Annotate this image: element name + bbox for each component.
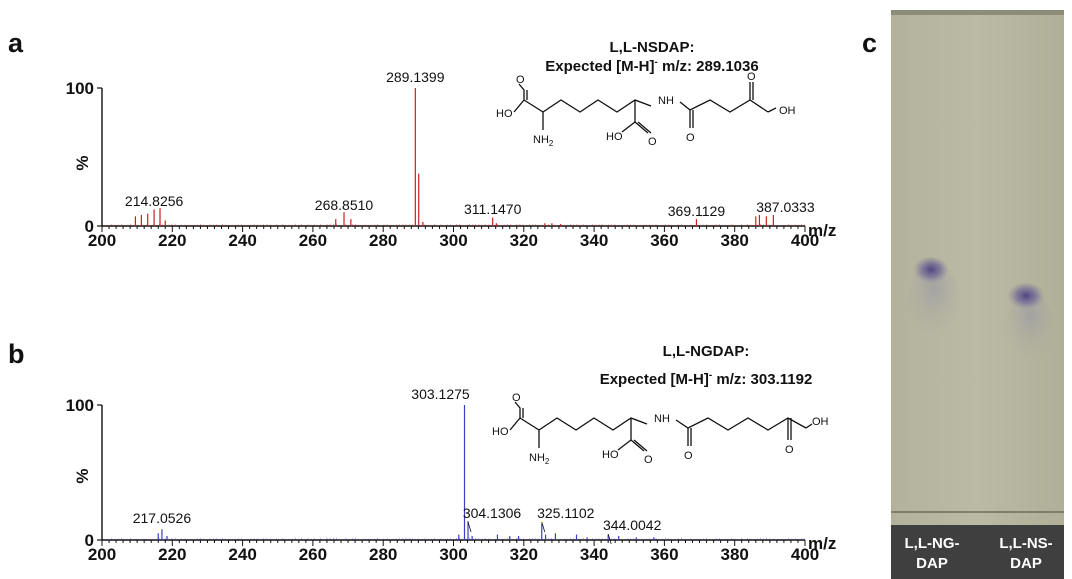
title-line2-b: Expected [M-H]- m/z: 303.1192: [600, 370, 813, 388]
x-tick-label: 380: [721, 545, 749, 564]
x-tick-label: 400: [791, 231, 819, 250]
peak-labels-a: 214.8256 268.8510 289.1399 311.1470 369.1129…: [125, 69, 815, 219]
peak-label-leader: [607, 533, 612, 545]
x-tick-label: 200: [88, 545, 116, 564]
peak-label: 289.1399: [386, 69, 445, 85]
x-tick-label: 380: [721, 231, 749, 250]
x-tick-label: 240: [228, 231, 256, 250]
struct-b-oh-right: OH: [812, 416, 829, 428]
struct-a-o-right: O: [747, 71, 756, 83]
x-axis-label-a: m/z: [808, 221, 836, 240]
y-tick-label: 100: [66, 79, 94, 98]
peak-label: 217.0526: [133, 510, 192, 526]
lane-2-spot: [1007, 283, 1045, 311]
axes-a: 200 220 240 260 280 300 320 340 360 380 400 0 100: [66, 79, 820, 250]
y-tick-label: 0: [85, 217, 94, 236]
x-tick-label: 260: [299, 231, 327, 250]
title-line2-a: Expected [M-H]- m/z: 289.1036: [545, 57, 758, 75]
baseline-noise-b: [105, 537, 805, 540]
structure-nsdap: [513, 82, 777, 134]
lane-1-label-line2: DAP: [916, 555, 948, 572]
struct-a-ho-mid: HO: [606, 131, 623, 143]
peak-label: 344.0042: [603, 517, 662, 533]
struct-b-o-top: O: [512, 392, 521, 404]
peak-label: 268.8510: [315, 197, 374, 213]
struct-a-ho-left: HO: [496, 108, 513, 120]
struct-b-ho-left: HO: [492, 426, 509, 438]
struct-a-o-amide: O: [686, 132, 695, 144]
tlc-label-bar: [891, 525, 1064, 579]
peaks-a: [105, 88, 805, 226]
x-axis-label-b: m/z: [808, 534, 836, 553]
title-line1-a: L,L-NSDAP:: [610, 39, 695, 56]
title-line1-b: L,L-NGDAP:: [663, 343, 750, 360]
peak-label-leader: [467, 521, 472, 533]
peak-label-leader: [541, 521, 546, 533]
x-tick-label: 220: [158, 545, 186, 564]
x-tick-label: 340: [580, 231, 608, 250]
x-tick-label: 260: [299, 545, 327, 564]
y-tick-label: 0: [85, 531, 94, 550]
panel-letter-c: c: [862, 28, 877, 58]
y-axis-label-a: %: [73, 155, 92, 170]
peak-label: 311.1470: [464, 201, 522, 217]
x-tick-label: 280: [369, 231, 397, 250]
lane-1-label-line1: L,L-NG-: [905, 535, 960, 552]
x-tick-label: 320: [510, 231, 538, 250]
struct-b-o-amide: O: [684, 450, 693, 462]
struct-b-o-right: O: [785, 444, 794, 456]
peak-label: 304.1306: [463, 505, 522, 521]
struct-b-nh: NH: [654, 413, 670, 425]
panel-a: a L,L-NSDAP: Expected [M-H]- m/z: 289.10…: [8, 28, 836, 250]
struct-a-o-top: O: [516, 74, 525, 86]
x-tick-label: 300: [439, 231, 467, 250]
struct-a-nh: NH: [658, 95, 674, 107]
structure-ngdap: [509, 401, 813, 452]
x-tick-label: 320: [510, 545, 538, 564]
y-tick-label: 100: [66, 396, 94, 415]
x-tick-label: 220: [158, 231, 186, 250]
peak-label: 325.1102: [537, 505, 595, 521]
lane-2-label-line1: L,L-NS-: [999, 535, 1052, 552]
struct-a-oh-right: OH: [779, 105, 796, 117]
panel-c: c L,L-NG- DAP L,L-NS- DAP: [862, 10, 1064, 579]
panel-letter-b: b: [8, 339, 25, 369]
panel-letter-a: a: [8, 28, 24, 58]
axes-b: 200 220 240 260 280 300 320 340 360 380 400 0 100: [66, 396, 820, 564]
x-tick-label: 200: [88, 231, 116, 250]
lane-1-spot: [913, 257, 949, 285]
lane-2-label-line2: DAP: [1010, 555, 1042, 572]
panel-b: b L,L-NGDAP: Expected [M-H]- m/z: 303.11…: [8, 339, 836, 564]
struct-b-ho-mid: HO: [602, 449, 619, 461]
peak-label: 303.1275: [411, 386, 470, 402]
struct-a-nh2: NH2: [533, 134, 554, 148]
struct-a-o-mid: O: [648, 136, 657, 148]
x-tick-label: 400: [791, 545, 819, 564]
peak-labels-b: 217.0526 303.1275 304.1306 325.1102 344.0042: [133, 386, 662, 545]
lane-1-smear: [908, 263, 960, 347]
peak-label: 214.8256: [125, 193, 184, 209]
struct-b-o-mid: O: [644, 454, 653, 466]
x-tick-label: 360: [650, 231, 678, 250]
x-tick-label: 300: [439, 545, 467, 564]
x-tick-label: 360: [650, 545, 678, 564]
y-axis-label-b: %: [73, 468, 92, 483]
peak-label: 387.0333: [756, 199, 815, 215]
x-tick-label: 280: [369, 545, 397, 564]
x-tick-label: 240: [228, 545, 256, 564]
plate-top-edge: [891, 10, 1064, 15]
x-tick-label: 340: [580, 545, 608, 564]
lane-2-smear: [1006, 292, 1054, 368]
peak-label: 369.1129: [668, 203, 726, 219]
peaks-b: [105, 405, 805, 540]
struct-b-nh2: NH2: [529, 452, 550, 466]
